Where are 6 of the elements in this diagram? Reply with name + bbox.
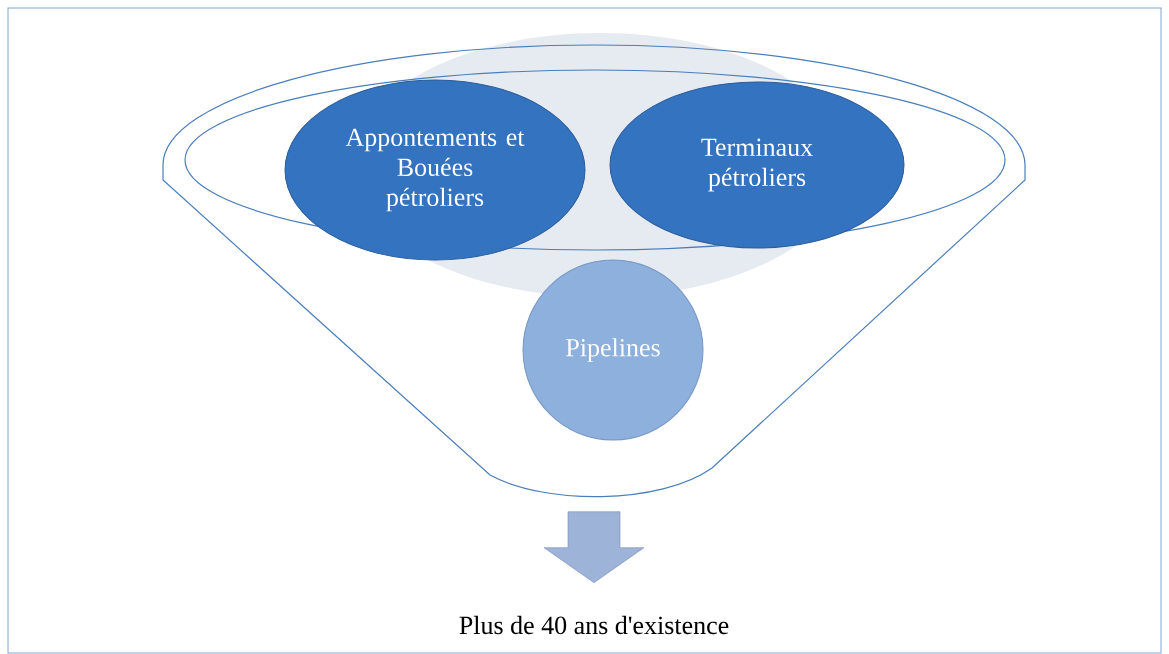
ellipse-node: Terminaux pétroliers	[609, 81, 905, 249]
caption-text: Plus de 40 ans d'existence	[459, 615, 729, 635]
funnel-outline	[162, 44, 1026, 498]
ellipse-node: Appontements et Bouées pétroliers	[284, 79, 586, 261]
down-arrow	[543, 511, 645, 583]
ellipse-node: Pipelines	[522, 259, 704, 441]
